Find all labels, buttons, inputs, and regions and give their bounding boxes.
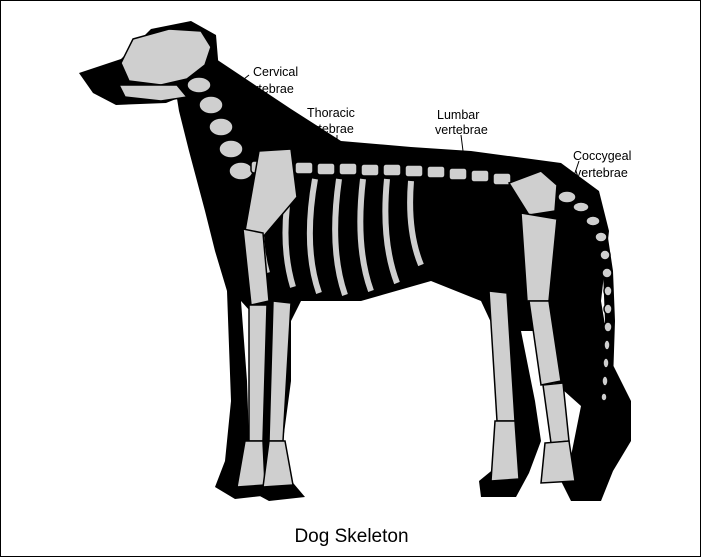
hind-hock [543, 383, 569, 443]
front-leg-near [249, 305, 267, 441]
figure-caption: Dog Skeleton [1, 526, 701, 548]
front-leg-far [269, 301, 291, 441]
label-lumbar: Lumbar vertebrae [435, 108, 488, 137]
label-coccygeal: Coccygeal vertebrae [573, 149, 635, 180]
label-cervical: Cervical vertebrae [241, 65, 302, 96]
front-paw-far [263, 441, 293, 487]
hind-paw-near [541, 441, 575, 483]
hind-paw-far [491, 421, 519, 481]
